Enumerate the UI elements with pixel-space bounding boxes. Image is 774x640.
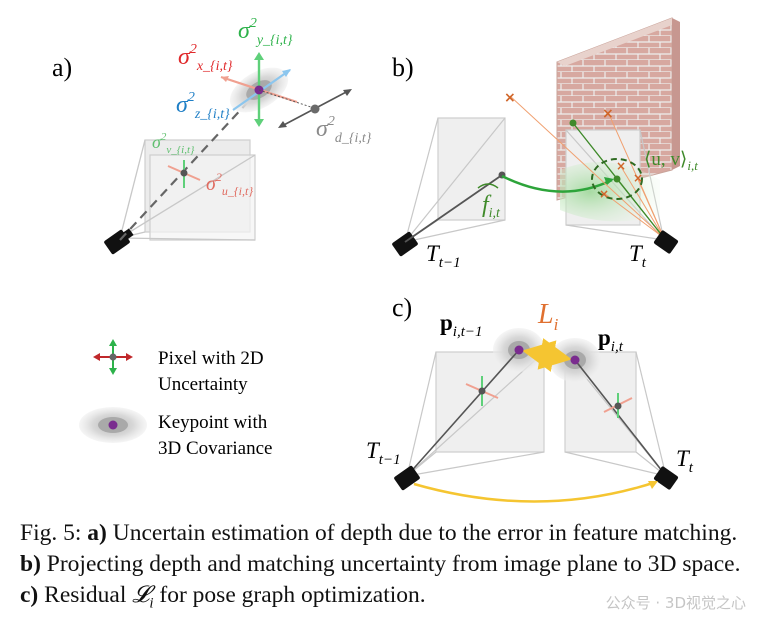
panel-c-left-frustum [406,351,545,477]
c-ray-prev [406,349,520,477]
legend-pixel-line1: Pixel with 2D [158,348,264,369]
panel-c-right-camera [654,466,678,490]
legend-keypoint-icon [79,407,147,443]
svg-text:×: × [616,159,626,173]
c-pixel-prev [465,376,499,406]
caption-c-symbol: 𝓛 [132,582,150,608]
L-label: Li [537,299,559,334]
sigma-z-label: σ2z_{i,t} [176,90,230,122]
svg-text:×: × [504,90,516,106]
keypoint-prev [514,345,524,355]
panel-b-left-frustum [404,117,506,243]
panel-a-pixel [167,160,201,188]
f-hat-label: fi,t [482,192,501,221]
caption-c-label: c) [20,582,39,608]
svg-text:×: × [633,171,643,185]
p-curr-label: pi,t [598,325,624,355]
legend-keypoint-line2: 3D Covariance [158,438,272,459]
residual-arrow [522,338,572,372]
sigma-x-label: σ2x_{i,t} [178,42,233,74]
sigma-y-label: σ2y_{i,t} [238,16,293,48]
panel-c-label: c) [392,293,412,322]
keypoint-curr [570,355,580,365]
legend-pixel-icon [93,339,133,375]
panel-b-right-camera [654,230,678,254]
figure-caption: Fig. 5: a) Uncertain estimation of depth… [20,518,760,620]
uncertainty-cone [560,162,660,222]
svg-text:×: × [602,106,614,122]
b-T-prev-label: Tt−1 [426,241,461,271]
panel-a-camera-icon [104,228,134,255]
uv-ellipse [591,158,643,200]
panel-c-left-camera [394,465,420,491]
c-T-prev-label: Tt−1 [366,438,401,468]
caption-c-text2: for pose graph optimization. [153,582,426,608]
panel-a-camera-frustum [119,139,256,241]
caption-b-label: b) [20,551,41,577]
svg-text:×: × [599,187,609,201]
uv-point [613,175,621,183]
c-ray-curr [574,359,667,477]
b-T-curr-label: Tt [629,241,647,271]
caption-a-label: a) [87,520,107,546]
caption-b-text: Projecting depth and matching uncertaint… [40,551,741,577]
feature-match-arrow [501,174,613,193]
panel-a-label: a) [52,53,72,82]
c-pixel-curr [603,393,633,418]
legend-keypoint-line1: Keypoint with [158,412,268,433]
watermark: 公众号 · 3D视觉之心 [605,594,746,612]
p-prev-label: pi,t−1 [440,310,483,340]
caption-c-text: Residual [38,582,133,608]
sigma-d-label: σ2d_{i,t} [316,114,372,146]
panel-a-depth-point [310,104,320,114]
uv-label: ⟨u, v⟩i,t [644,149,698,173]
figure: a) σ2x_{i,t} σ2y_{i,t} σ2z_{i,t} σ2d_{i,… [52,16,698,503]
outlier-marks: × × × × × [504,90,643,201]
panel-a-ray [119,89,260,241]
orange-rays [509,95,665,239]
caption-prefix: Fig. 5: [20,520,88,546]
panel-b-label: b) [392,53,414,82]
caption-a-text: Uncertain estimation of depth due to the… [106,520,738,546]
pose-edge-arrow [413,480,657,503]
c-T-curr-label: Tt [676,446,694,476]
panel-b-ray [404,174,503,243]
legend-pixel-line2: Uncertainty [158,374,248,395]
caption-c-symbol-sub: i [149,595,154,612]
